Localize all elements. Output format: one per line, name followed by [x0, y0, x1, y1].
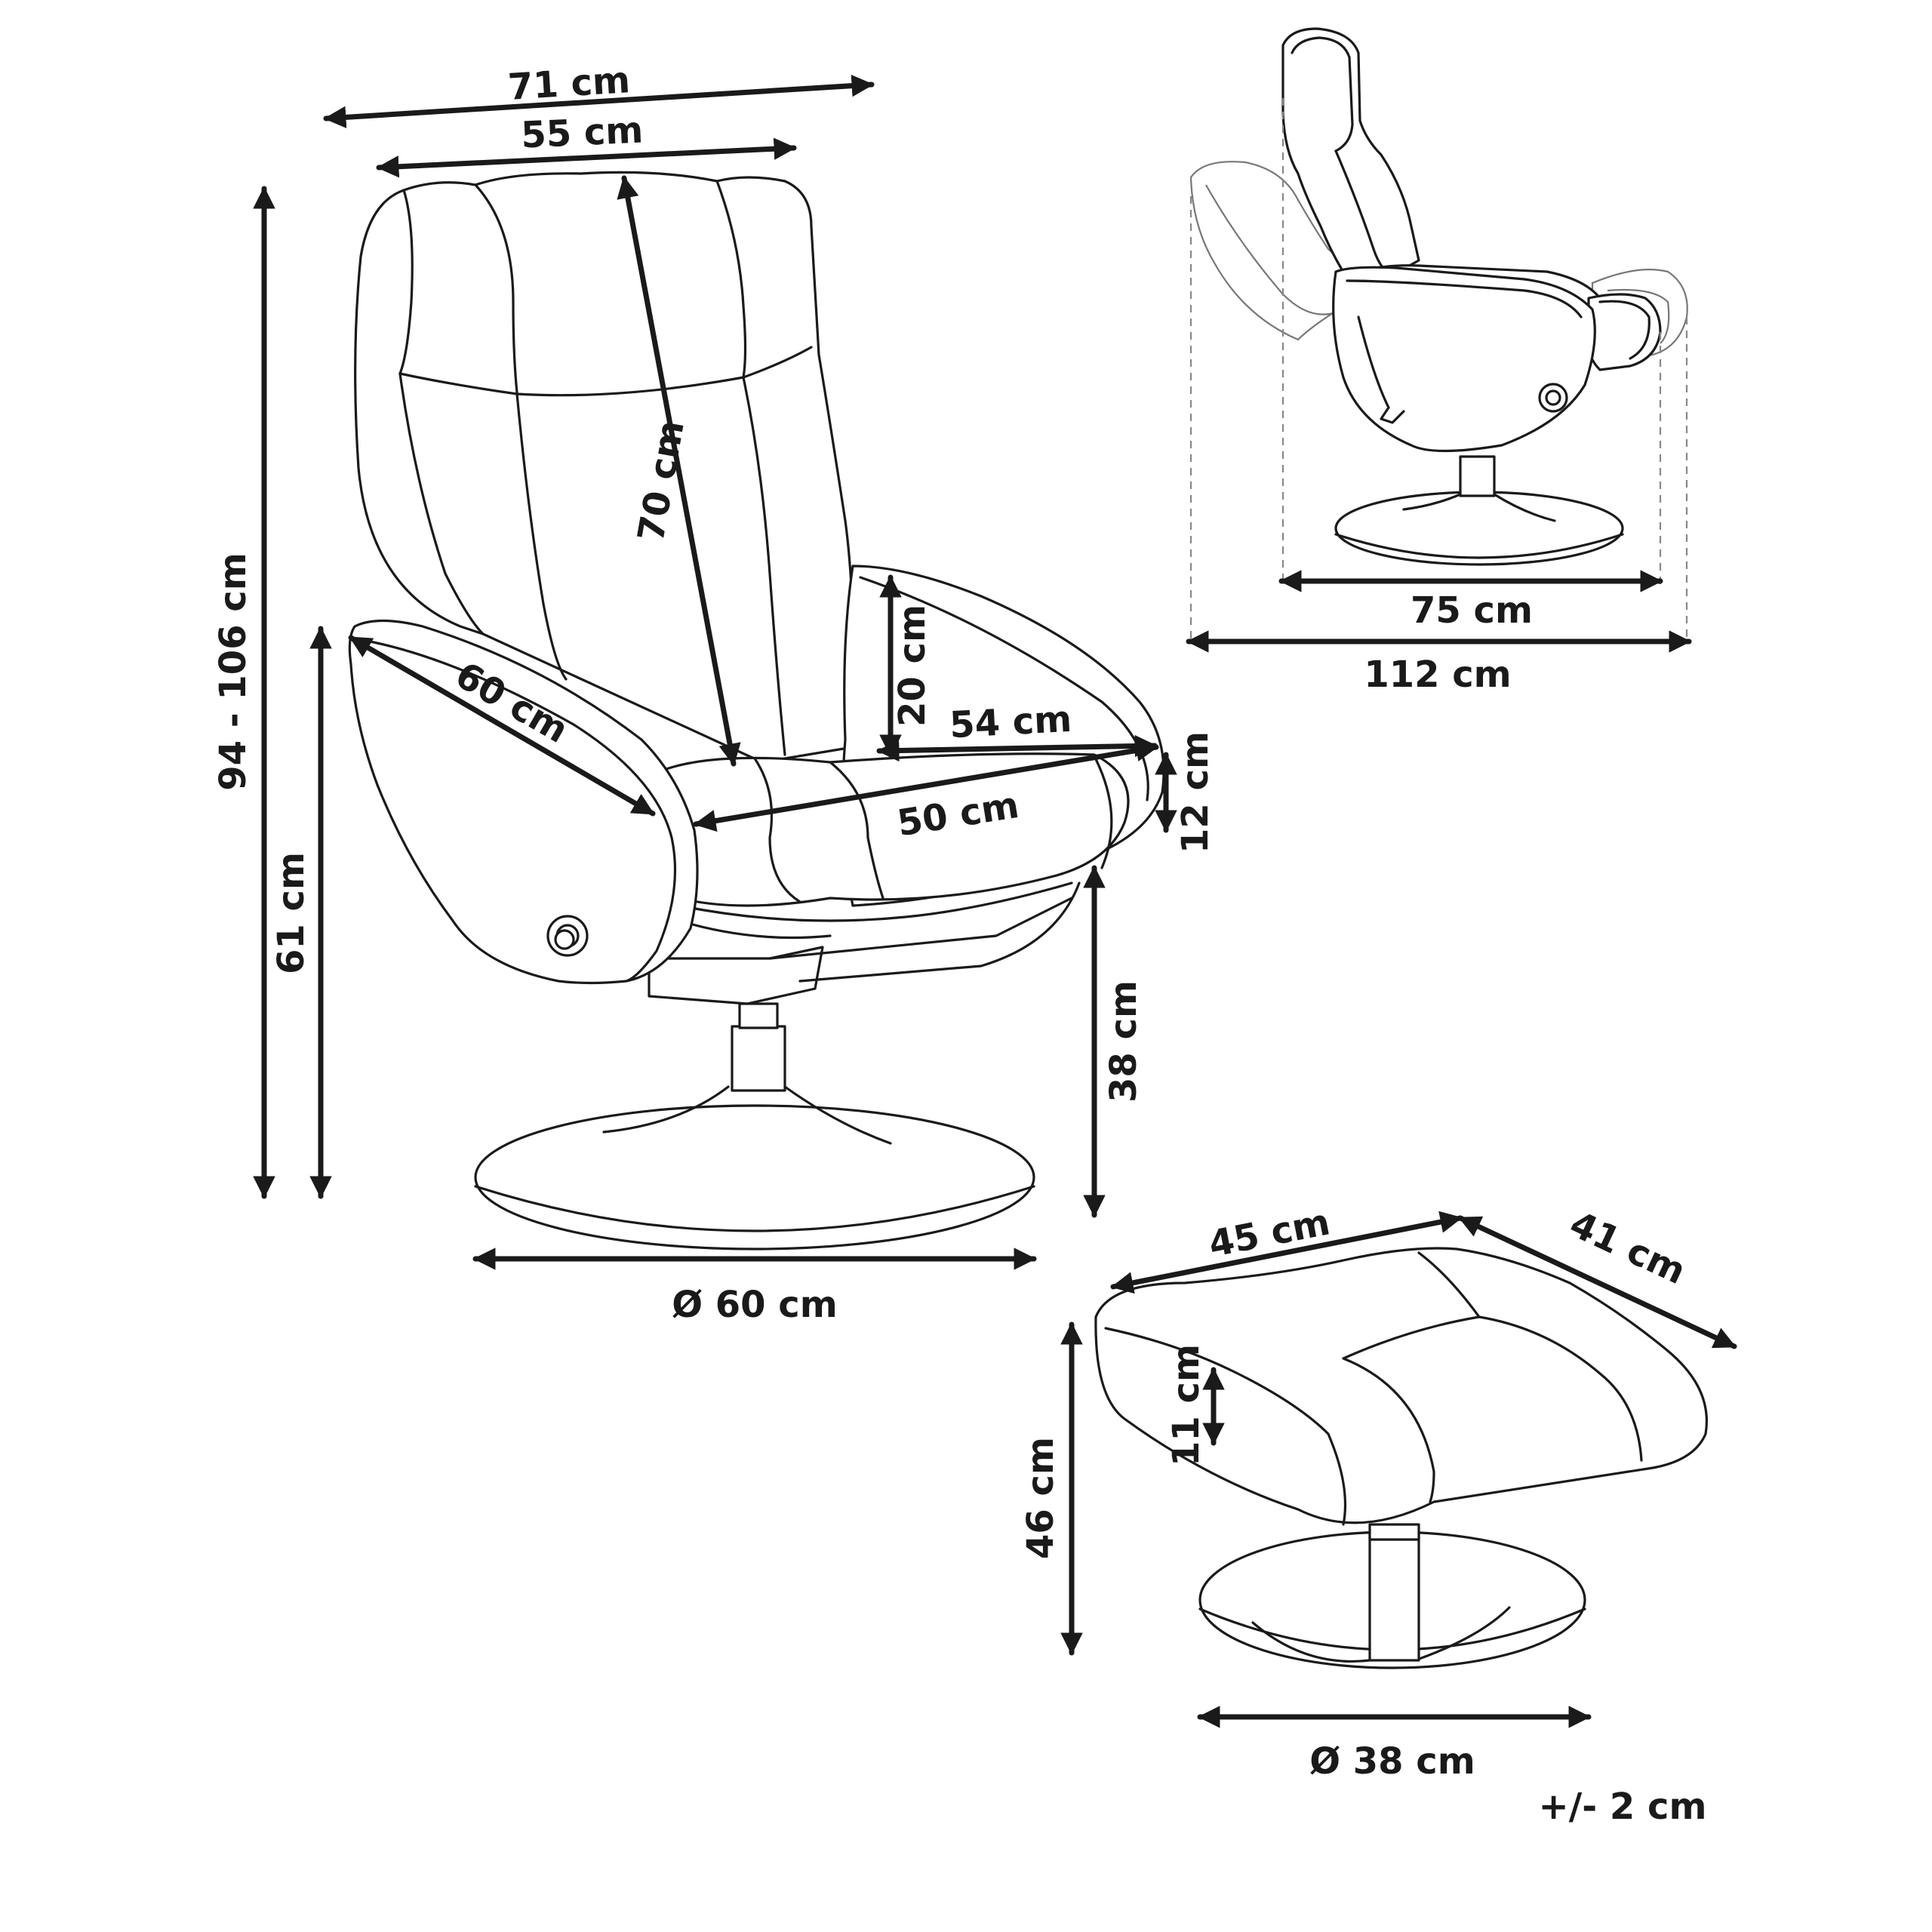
dimension-lines — [253, 74, 1737, 1728]
label-armrest-height-61: 61 cm — [270, 852, 312, 974]
dim-line-chair-back-height — [617, 175, 741, 767]
dim-line-chair-overall-width — [323, 74, 875, 129]
dim-line-seat-depth — [693, 739, 1159, 832]
label-chair-overall-width: 71 cm — [506, 59, 631, 109]
label-stool-depth: 41 cm — [1564, 1203, 1692, 1293]
side-backrest — [1281, 27, 1420, 296]
side-armrest — [1332, 266, 1596, 453]
label-seat-width: 54 cm — [949, 698, 1073, 746]
label-armrest-20: 20 cm — [891, 605, 934, 727]
label-seat-thickness: 12 cm — [1174, 731, 1217, 854]
stool-column — [1368, 1531, 1420, 1662]
dim-line-stool-depth — [1457, 1215, 1737, 1349]
reclined-footrest-ghost — [1591, 269, 1688, 360]
chair-column — [731, 1025, 786, 1092]
label-tolerance: +/- 2 cm — [1539, 1786, 1707, 1828]
label-chair-total-height: 94 - 106 cm — [212, 552, 254, 791]
label-seat-height: 38 cm — [1103, 980, 1145, 1103]
chair-base-disc — [474, 1104, 1035, 1251]
label-stool-thickness: 11 cm — [1165, 1344, 1208, 1466]
label-chair-base-diameter: Ø 60 cm — [672, 1284, 838, 1326]
recliner-side-view — [1189, 27, 1688, 641]
chair-seat-cushion — [663, 752, 1130, 907]
label-chair-back-width: 55 cm — [520, 109, 644, 157]
label-stool-base-diameter: Ø 38 cm — [1309, 1740, 1475, 1783]
dim-line-chair-back-width — [376, 137, 797, 178]
chair-base-cone — [602, 1085, 892, 1145]
stool-column-upper — [1368, 1523, 1420, 1541]
dim-line-armrest-length — [348, 635, 656, 817]
label-stool-height: 46 cm — [1020, 1437, 1062, 1559]
label-side-depth-75: 75 cm — [1411, 589, 1533, 632]
dim-line-stool-width — [1110, 1211, 1463, 1294]
label-side-depth-112: 112 cm — [1364, 654, 1511, 696]
side-recline-knob — [1538, 383, 1568, 413]
